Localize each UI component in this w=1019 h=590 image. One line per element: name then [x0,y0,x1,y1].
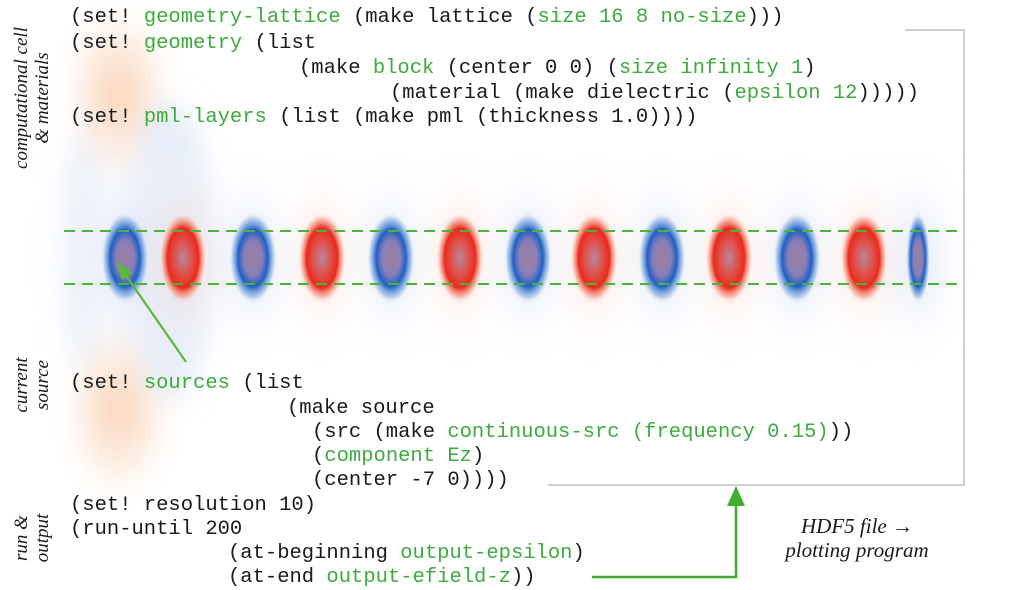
side-label-source-line2: source [32,360,53,410]
code-token: ) [803,57,816,80]
code-keyword: pml-layers [143,106,267,129]
code-token: (make source [287,397,435,420]
code-keyword: geometry-lattice [143,6,341,29]
code-line-material: (material (make dielectric (epsilon 12))… [390,82,919,106]
positive-field-lobe [570,212,618,304]
hdf5-label-line1: HDF5 file → [801,514,913,538]
negative-field-lobe [367,212,415,304]
code-token: ) [572,542,585,565]
radiated-field-pattern [60,0,966,505]
positive-field-lobe [436,212,484,304]
code-keyword: block [372,57,435,80]
code-line-geometry: (set! geometry (list [70,32,316,56]
code-token: ))))) [857,82,920,105]
code-token: (set! [70,32,144,55]
code-token: (make lattice ( [340,6,538,29]
code-token: (material (make dielectric ( [390,82,735,105]
code-line-component: (component Ez) [312,445,484,469]
code-line-make-source: (make source [287,397,435,421]
code-line-block: (make block (center 0 0) (size infinity … [299,57,816,81]
side-label-geometry-line1: computational cell [11,27,32,169]
code-token: (at-beginning [228,542,401,565]
code-keyword: component Ez [324,445,472,468]
code-line-pml-layers: (set! pml-layers (list (make pml (thickn… [70,106,697,130]
code-line-center: (center -7 0)))) [312,469,509,493]
code-keyword: continuous-src (frequency 0.15) [447,421,829,444]
code-keyword: size 16 8 no-size [537,6,747,29]
negative-field-lobe [638,212,686,304]
hdf5-label-line2: plotting program [785,538,929,562]
source-pointer-arrow [126,276,187,363]
side-label-run-line2: output [32,513,53,563]
negative-field-lobe [773,212,821,304]
code-keyword: output-epsilon [400,542,573,565]
code-token: ))) [746,6,784,29]
code-token: (center -7 0)))) [312,469,509,492]
code-line-sources: (set! sources (list [70,372,304,396]
code-token: ) [471,445,485,468]
code-keyword: size infinity 1 [618,57,804,80]
code-token: (src (make [312,421,448,444]
output-arrowhead [727,486,745,506]
code-token: (set! [70,6,144,29]
code-token: (list [242,32,317,55]
code-line-at-end: (at-end output-efield-z)) [228,566,536,590]
negative-field-lobe [101,212,149,304]
positive-field-lobe [705,212,753,304]
code-line-src: (src (make continuous-src (frequency 0.1… [312,421,853,445]
positive-field-lobe [840,212,888,304]
code-token: (center 0 0) ( [434,57,619,80]
negative-field-lobe [504,212,552,304]
code-line-geometry-lattice: (set! geometry-lattice (make lattice (si… [70,6,784,30]
code-token: (list (make pml (thickness 1.0)))) [266,106,698,129]
code-line-run-until: (run-until 200 [70,518,242,542]
source-pointer-arrowhead [116,261,133,280]
code-keyword: geometry [143,32,243,55]
side-label-geometry-line2: & materials [32,52,53,144]
code-token: )) [510,566,536,589]
side-label-source: current source [11,357,53,412]
output-arrow [592,505,738,579]
code-token: (set! resolution 10) [70,494,317,517]
code-line-at-beginning: (at-beginning output-epsilon) [228,542,585,566]
negative-field-lobe [906,212,930,304]
code-token: (set! [70,372,144,395]
positive-field-lobe [159,212,207,304]
code-line-resolution: (set! resolution 10) [70,494,316,518]
code-token: (make [299,57,373,80]
negative-field-lobe [229,212,277,304]
computational-cell-border [548,29,965,486]
field-lobes [101,212,930,304]
code-keyword: epsilon 12 [734,82,858,105]
code-token: )) [828,421,854,444]
positive-field-lobe [298,212,346,304]
code-token: (at-end [228,566,327,589]
side-label-run: run & output [11,514,53,563]
hdf5-label: HDF5 file → plotting program [752,514,962,562]
code-keyword: sources [143,372,230,395]
side-label-run-line1: run & [11,515,32,561]
code-keyword: output-efield-z [326,566,511,589]
side-label-geometry: computational cell & materials [11,27,53,169]
side-label-source-line1: current [11,357,32,413]
code-token: (set! [70,106,144,129]
code-token: (run-until 200 [70,518,243,541]
code-token: ( [312,445,325,468]
code-token: (list [229,372,304,395]
